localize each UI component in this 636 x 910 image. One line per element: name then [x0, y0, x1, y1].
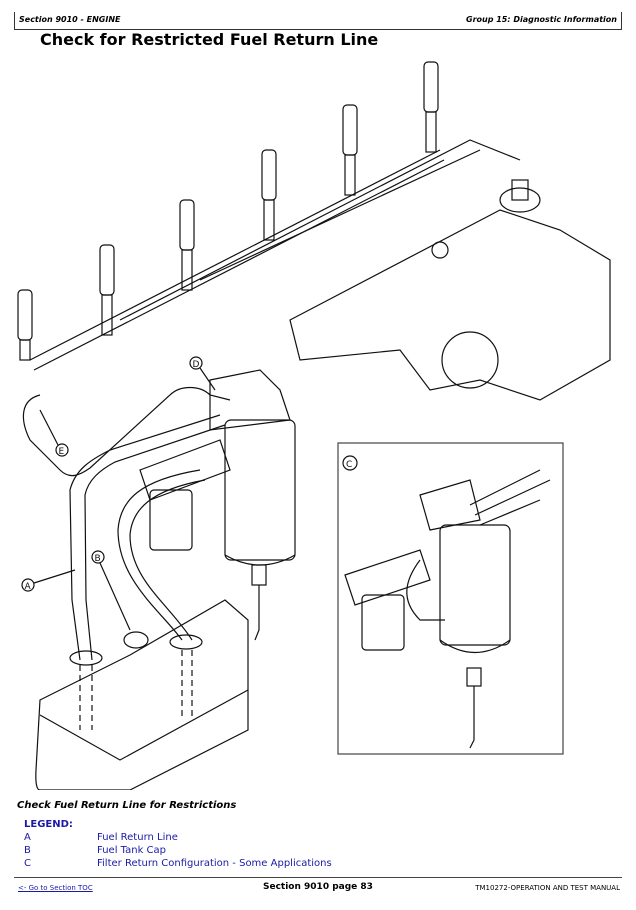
callout-e: E: [39, 409, 69, 457]
main-filter-assembly: [139, 369, 296, 641]
svg-text:E: E: [59, 447, 65, 457]
svg-text:B: B: [95, 554, 101, 564]
legend-label: Filter Return Configuration - Some Appli…: [97, 858, 332, 869]
section-toc-link[interactable]: <- Go to Section TOC: [18, 884, 93, 892]
legend-title: LEGEND:: [24, 819, 73, 830]
fuel-lines: [22, 139, 521, 477]
legend-item: B Fuel Tank Cap: [24, 844, 332, 857]
callout-d: D: [189, 356, 216, 391]
footer-divider: [14, 877, 622, 878]
callout-a: A: [21, 569, 76, 592]
legend: LEGEND: A Fuel Return Line B Fuel Tank C…: [24, 819, 332, 870]
return-line-a: [69, 414, 226, 661]
fuel-system-illustration: A B D E C: [17, 61, 611, 790]
svg-text:C: C: [346, 460, 352, 470]
injectors: [17, 61, 439, 361]
legend-item: C Filter Return Configuration - Some App…: [24, 857, 332, 870]
injection-pump: [289, 179, 611, 401]
figure-caption: Check Fuel Return Line for Restrictions: [17, 800, 237, 811]
page-number: Section 9010 page 83: [263, 882, 373, 892]
legend-label: Fuel Return Line: [97, 832, 178, 843]
section-label: Section 9010 - ENGINE: [19, 15, 121, 24]
callout-b: B: [91, 550, 131, 631]
svg-text:D: D: [193, 360, 200, 370]
legend-label: Fuel Tank Cap: [97, 845, 166, 856]
page-title: Check for Restricted Fuel Return Line: [40, 30, 379, 49]
page-header: Section 9010 - ENGINE Group 15: Diagnost…: [14, 12, 622, 30]
manual-title: TM10272-OPERATION AND TEST MANUAL: [475, 884, 620, 892]
legend-key: C: [24, 858, 31, 869]
inset-c: C: [337, 442, 564, 755]
legend-key: A: [24, 832, 31, 843]
group-label: Group 15: Diagnostic Information: [466, 15, 617, 24]
fuel-tank: [35, 599, 249, 790]
svg-text:A: A: [25, 582, 32, 592]
legend-item: A Fuel Return Line: [24, 831, 332, 844]
legend-key: B: [24, 845, 31, 856]
